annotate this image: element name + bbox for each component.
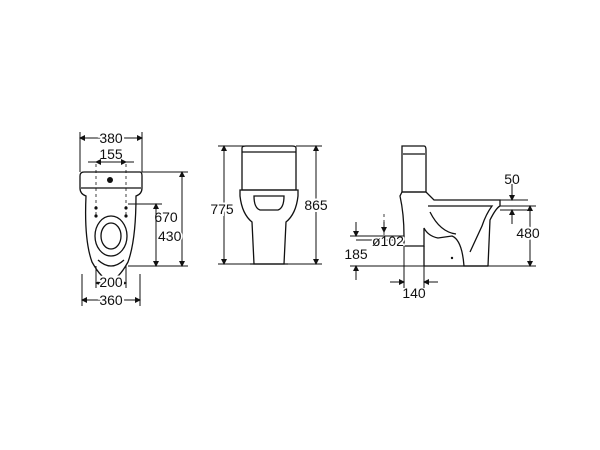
dim-pan-height: 775: [210, 201, 234, 217]
dim-rim-height: 480: [516, 225, 540, 241]
dim-bowl-depth: 430: [158, 228, 182, 244]
dim-base-spacing: 200: [99, 274, 123, 290]
dim-overall-depth: 670: [154, 209, 178, 225]
dim-base-width: 360: [99, 292, 123, 308]
dim-outlet-diameter: ø102: [372, 233, 404, 249]
plan-seat-outline: [94, 215, 128, 257]
front-bowl: [239, 189, 299, 265]
dim-rim-offset: 50: [504, 171, 520, 187]
front-view: 775 865: [208, 145, 330, 265]
front-cistern: [241, 145, 297, 191]
plan-view-outline: [79, 171, 143, 281]
dim-top-width: 380: [99, 130, 123, 146]
plan-bowl-opening: [100, 222, 122, 250]
dim-overall-height: 865: [304, 197, 328, 213]
flush-button: [107, 177, 113, 183]
dim-fixing-spacing: 155: [99, 146, 123, 162]
dim-outlet-distance: 140: [402, 285, 426, 301]
side-cistern: [401, 145, 427, 193]
side-pan: [399, 191, 501, 267]
plan-view: 380 155 670 430 200 360: [79, 128, 188, 310]
dim-outlet-height: 185: [344, 246, 368, 262]
side-view: 50 480 ø102 185 140: [344, 145, 542, 301]
